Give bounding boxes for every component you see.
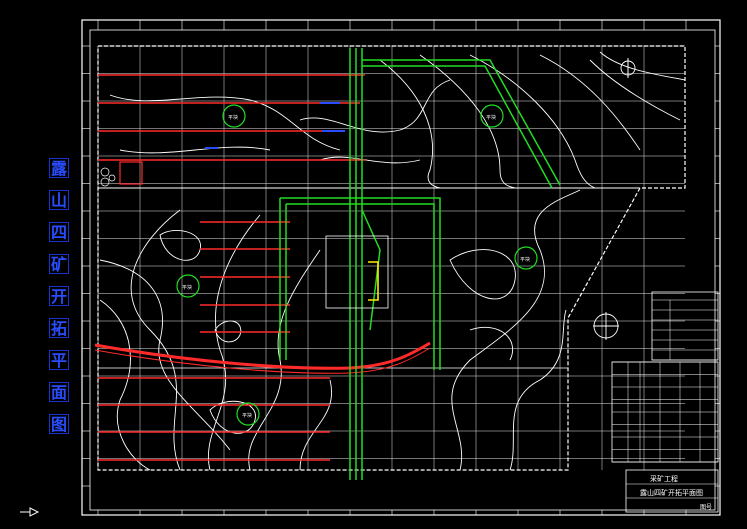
red-haul-road — [94, 341, 431, 370]
circle-symbol — [236, 402, 260, 426]
red-structure — [119, 161, 143, 185]
title-char: 图 — [49, 414, 69, 434]
circle-symbol — [222, 104, 246, 128]
title-char: 拓 — [49, 318, 69, 338]
circle-symbol — [514, 246, 538, 270]
legend-grid — [652, 299, 718, 361]
hatch-label: 采矿工程 — [650, 474, 678, 483]
title-char: 露 — [49, 158, 69, 178]
circle-label: 平块 — [242, 412, 252, 419]
green-road-network — [279, 48, 561, 480]
yellow-structure — [368, 261, 379, 301]
contour-circles: 平块平块平块平块平块 — [176, 104, 538, 426]
circle-label: 平块 — [182, 284, 192, 291]
circle-label: 平块 — [228, 114, 238, 121]
mine-boundary — [97, 45, 686, 471]
title-char: 矿 — [49, 254, 69, 274]
tree-icons — [100, 167, 116, 187]
title-char: 平 — [49, 350, 69, 370]
subtitle: 露山四矿开拓平面图 — [640, 488, 703, 497]
stamp-text: 图号 — [700, 504, 712, 511]
red-haul-road-edge — [94, 347, 431, 374]
circle-label: 平块 — [520, 256, 530, 263]
title-char: 四 — [49, 222, 69, 242]
contour-lines — [99, 51, 686, 471]
circle-symbol — [176, 274, 200, 298]
vertical-title: 露山四矿开拓平面图 — [48, 158, 70, 446]
inner-frame — [89, 29, 716, 511]
title-char: 开 — [49, 286, 69, 306]
title-char: 山 — [49, 190, 69, 210]
pit-outline — [325, 235, 389, 309]
blue-markers — [205, 102, 345, 149]
title-block — [625, 469, 719, 513]
circle-label: 平块 — [486, 114, 496, 121]
coordinate-grid — [97, 45, 685, 470]
data-table-grid — [612, 361, 718, 463]
frame-ticks — [82, 20, 720, 515]
circle-symbol — [480, 104, 504, 128]
red-exploration-lines — [98, 74, 365, 461]
outer-frame — [81, 19, 721, 516]
title-char: 面 — [49, 382, 69, 402]
